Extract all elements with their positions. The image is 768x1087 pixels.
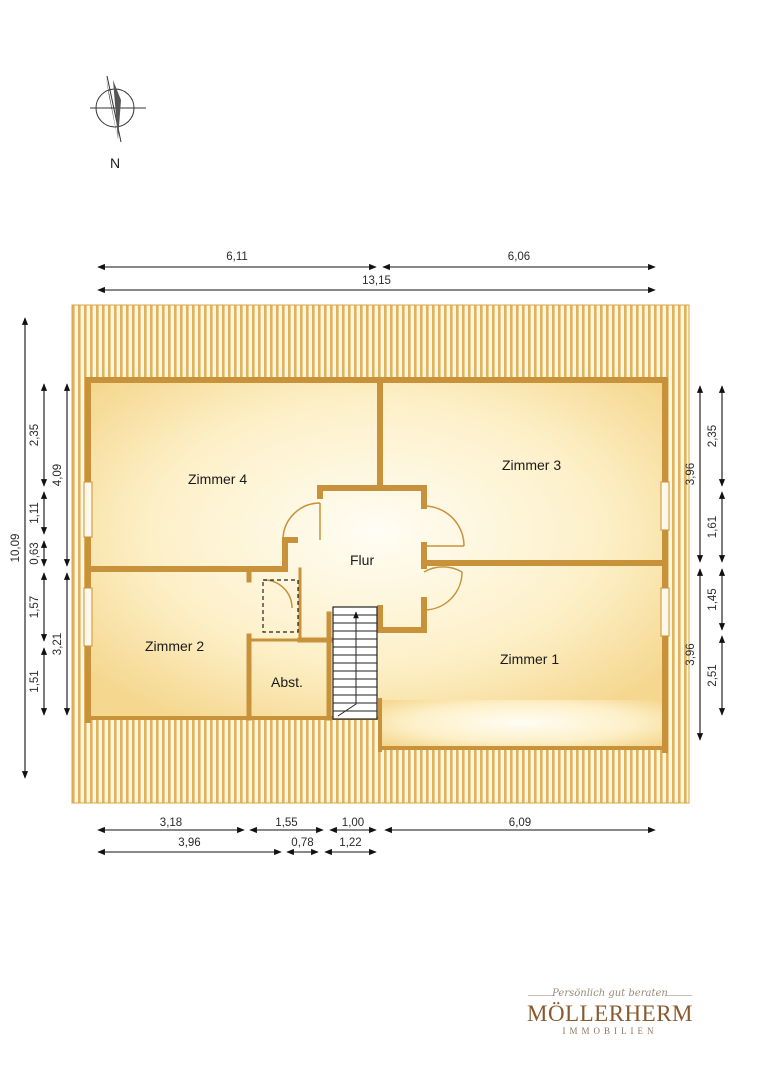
room-label-abst: Abst. [271,674,303,690]
dimension-label: 13,15 [362,275,391,287]
room-label-flur: Flur [350,552,374,568]
dimension-label: 6,06 [508,251,530,263]
room-label-zimmer2: Zimmer 2 [145,638,204,654]
room-label-zimmer3: Zimmer 3 [502,457,561,473]
dimension-label: 1,22 [339,837,361,849]
dimension-label: 10,09 [10,534,22,563]
dimension-label: 6,11 [226,251,248,263]
dimension-label: 1,00 [342,817,364,829]
closet-dashed [262,579,299,633]
dimension-label: 3,21 [52,633,64,655]
dimension-label: 0,63 [29,542,41,564]
dimension-label: 3,96 [685,643,697,665]
compass-icon [90,75,146,143]
dimension-label: 3,96 [178,837,200,849]
windows [83,481,670,647]
door-swings [263,502,465,611]
dimension-label: 2,35 [707,425,719,447]
logo-tagline: Persönlich gut beraten [552,988,668,999]
dimension-label: 1,45 [707,588,719,610]
dimension-label: 1,57 [29,596,41,618]
dimension-label: 4,09 [52,464,64,486]
walls [85,377,668,753]
logo-name: MÖLLERHERM [527,1001,693,1026]
dimension-lines: 6,11 6,06 13,15 3,18 1,55 1,00 6,09 3,96 0,78 1,2… [10,251,726,856]
logo-subtitle: IMMOBILIEN [562,1026,658,1036]
room-label-zimmer1: Zimmer 1 [500,651,559,667]
dimension-label: 1,61 [707,516,719,538]
dimension-label: 2,51 [707,664,719,686]
dimension-label: 3,96 [685,463,697,485]
dimension-label: 2,35 [29,424,41,446]
room-label-zimmer4: Zimmer 4 [188,471,247,487]
dimension-label: 0,78 [291,837,313,849]
dimension-label: 3,18 [160,817,182,829]
dimension-label: 1,55 [275,817,297,829]
dimension-label: 1,51 [29,670,41,692]
dimension-label: 6,09 [509,817,531,829]
dimension-label: 1,11 [29,502,41,524]
stairs [332,606,378,720]
compass-north-label: N [110,155,120,171]
